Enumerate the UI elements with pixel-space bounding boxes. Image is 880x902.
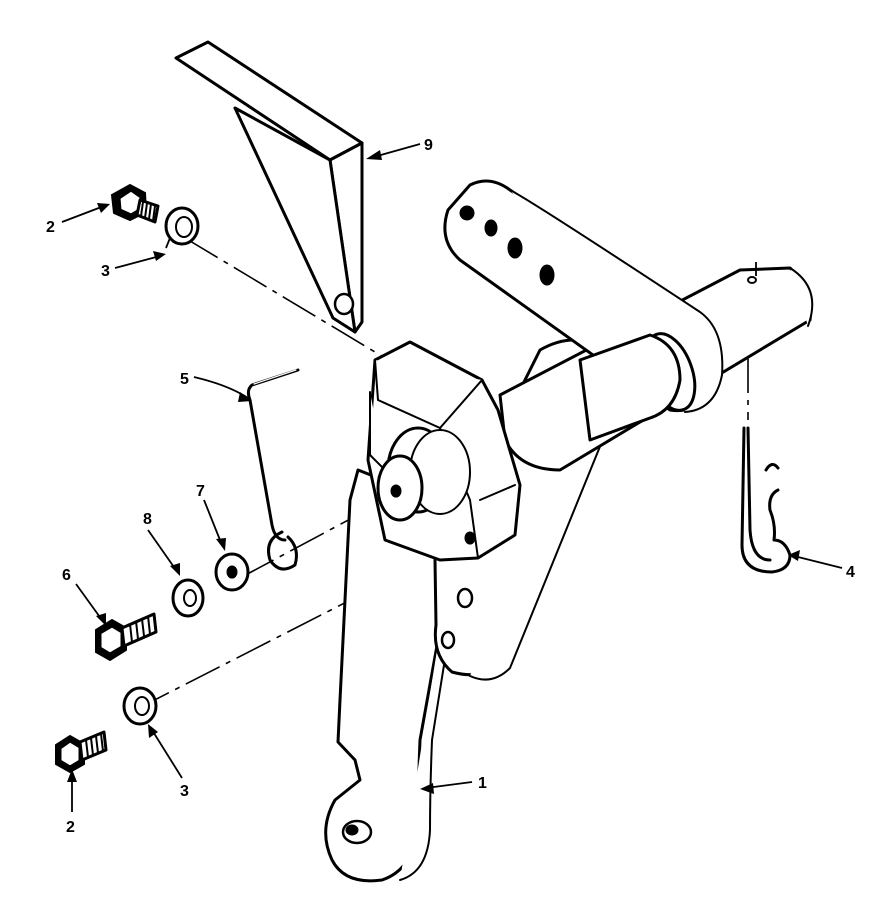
callout-4: 4 (846, 564, 855, 581)
callout-7: 7 (196, 483, 205, 500)
cotter-pin (740, 426, 792, 574)
callout-9: 9 (424, 137, 433, 154)
hex-bolt-middle (95, 612, 158, 662)
hub-block (366, 340, 522, 562)
callout-3-lower: 3 (180, 783, 189, 800)
callout-labels: 9 2 3 5 8 7 6 3 2 4 1 (46, 137, 855, 836)
callout-leaders (61, 143, 843, 812)
lock-washer-upper (164, 206, 200, 249)
callout-6: 6 (62, 567, 71, 584)
flat-washer (214, 552, 250, 592)
hex-bolt-lower (55, 730, 108, 774)
callout-3-upper: 3 (101, 263, 110, 280)
upper-arm (443, 179, 724, 442)
mounting-bracket (174, 40, 364, 334)
torsion-spring (246, 368, 300, 571)
callout-8: 8 (143, 511, 152, 528)
lock-washer-middle (171, 578, 205, 618)
callout-2-upper: 2 (46, 219, 55, 236)
hex-bolt-upper (110, 183, 160, 224)
lock-washer-lower (122, 686, 158, 726)
callout-5: 5 (180, 371, 189, 388)
callout-2-lower: 2 (66, 819, 75, 836)
callout-1: 1 (478, 775, 487, 792)
